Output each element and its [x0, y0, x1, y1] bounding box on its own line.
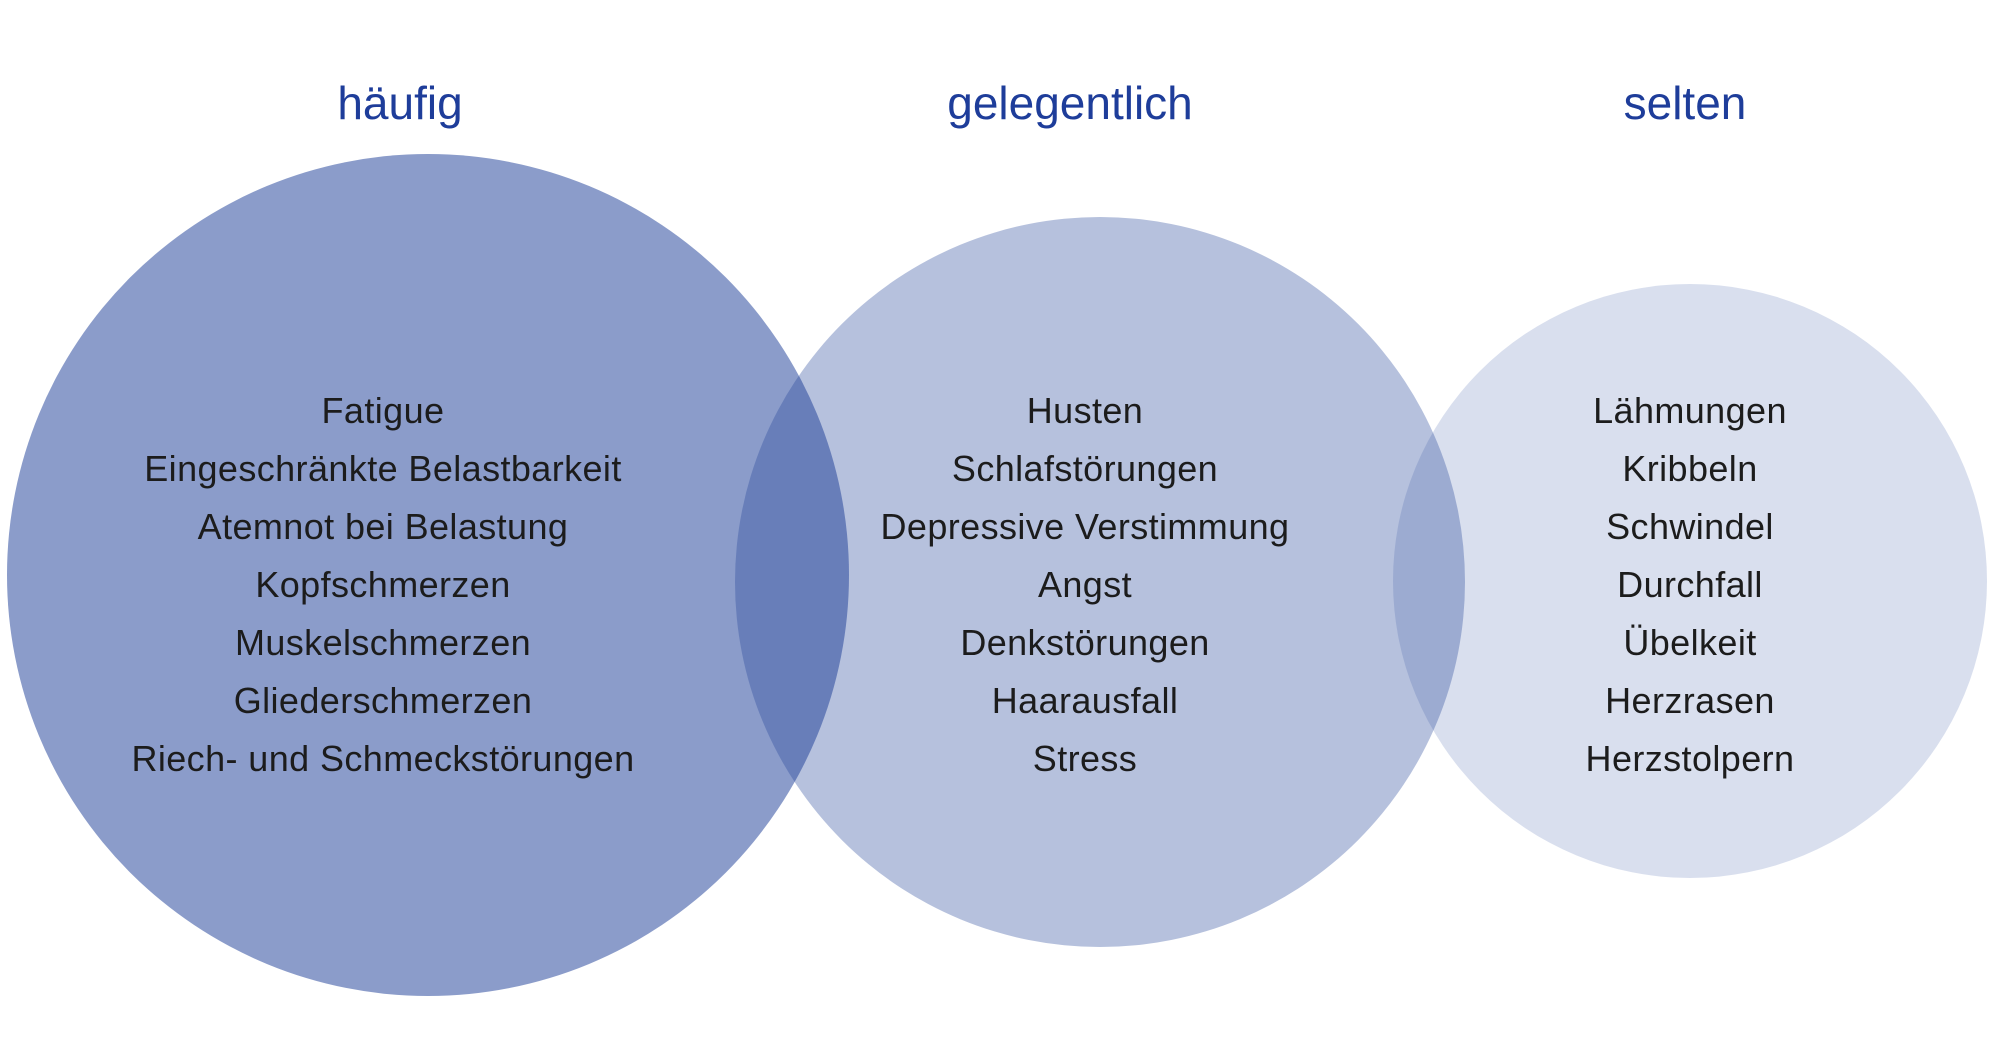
symptom-item: Riech- und Schmeckstörungen	[131, 738, 635, 779]
symptom-item: Lähmungen	[1593, 390, 1787, 431]
frequency-circle-selten	[1393, 284, 1987, 878]
symptom-item: Denkstörungen	[960, 622, 1210, 663]
frequency-circle-gelegentlich	[735, 217, 1465, 947]
symptom-item: Kopfschmerzen	[255, 564, 511, 605]
symptom-item: Fatigue	[321, 390, 445, 431]
frequency-circle-haeufig	[7, 154, 849, 996]
symptom-item: Atemnot bei Belastung	[197, 506, 569, 547]
group-title-haeufig: häufig	[337, 77, 463, 129]
symptom-item: Stress	[1032, 738, 1138, 779]
symptom-item: Herzstolpern	[1585, 738, 1795, 779]
symptom-item: Angst	[1037, 564, 1133, 605]
symptom-item: Schlafstörungen	[951, 448, 1219, 489]
symptom-item: Gliederschmerzen	[233, 680, 533, 721]
symptom-item: Haarausfall	[991, 680, 1179, 721]
symptom-item: Schwindel	[1606, 506, 1774, 547]
symptom-item: Herzrasen	[1605, 680, 1775, 721]
symptom-item: Muskelschmerzen	[234, 622, 532, 663]
symptom-item: Depressive Verstimmung	[880, 506, 1290, 547]
symptom-item: Husten	[1026, 390, 1144, 431]
symptom-item: Übelkeit	[1623, 622, 1757, 663]
symptom-list-gelegentlich: Husten Schlafstörungen Depressive Versti…	[785, 382, 1385, 788]
symptom-list-selten: Lähmungen Kribbeln Schwindel Durchfall Ü…	[1470, 382, 1910, 788]
group-title-gelegentlich: gelegentlich	[947, 77, 1193, 129]
symptom-item: Durchfall	[1617, 564, 1763, 605]
symptom-list-haeufig: Fatigue Eingeschränkte Belastbarkeit Ate…	[33, 382, 733, 788]
symptom-item: Eingeschränkte Belastbarkeit	[144, 448, 622, 489]
group-title-selten: selten	[1623, 77, 1747, 129]
symptom-item: Kribbeln	[1622, 448, 1758, 489]
